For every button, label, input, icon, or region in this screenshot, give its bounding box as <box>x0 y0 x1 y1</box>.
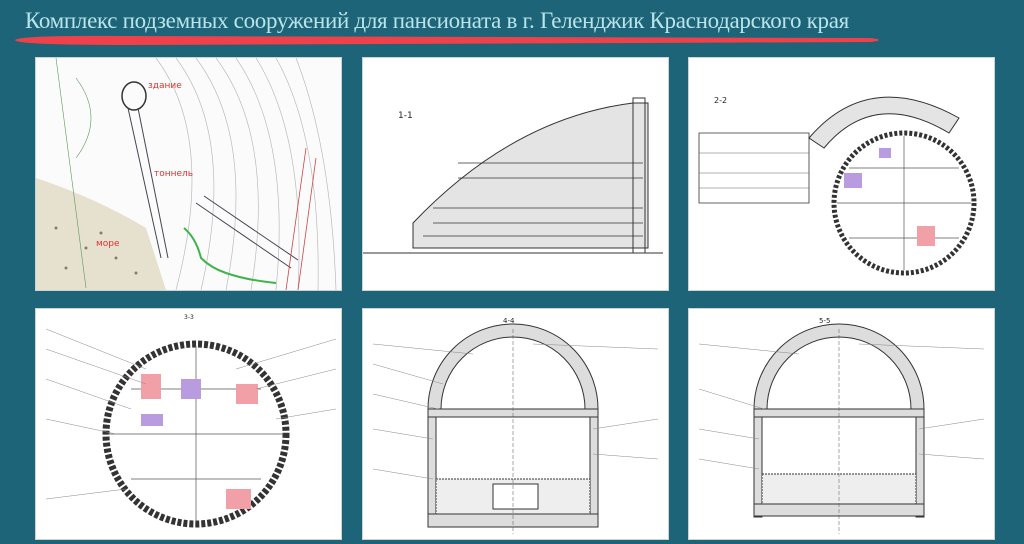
label-tunnel: тоннель <box>154 169 193 179</box>
section-label: 5-5 <box>819 317 830 325</box>
site-plan-drawing: здание тоннель море <box>35 57 342 291</box>
label-building: здание <box>148 81 182 91</box>
section-1-1-drawing: 1-1 <box>362 57 669 291</box>
slide-title: Комплекс подземных сооружений для пансио… <box>25 8 849 33</box>
title-underline-brush <box>15 35 879 45</box>
section-label: 4-4 <box>503 317 515 325</box>
section-4-4-drawing: 4-4 <box>362 308 669 540</box>
section-label: 3-3 <box>184 314 194 321</box>
section-2-2-drawing: 2-2 <box>688 57 995 291</box>
label-sea: море <box>96 239 120 249</box>
section-label: 1-1 <box>398 111 413 121</box>
section-label: 2-2 <box>714 96 727 105</box>
section-3-3-drawing: 3-3 <box>35 308 342 540</box>
section-5-5-drawing: 5-5 <box>688 308 995 540</box>
